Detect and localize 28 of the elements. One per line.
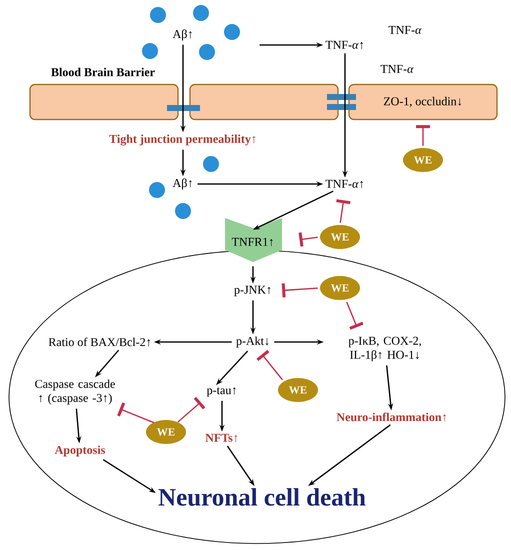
inhibition-line xyxy=(346,302,364,330)
inhibition-line xyxy=(336,199,350,223)
cell-outline xyxy=(8,250,506,544)
label-text: p-JNK↑ xyxy=(234,286,270,296)
label-text: TNF-α↑ xyxy=(326,180,363,188)
label-text: p-IκB, COX-2, IL-1β↑ HO-1↓ xyxy=(348,336,421,362)
label-text: Blood Brain Barrier xyxy=(51,68,155,76)
outcome-text: Apoptosis xyxy=(54,446,106,456)
label-text: p-Akt↓ xyxy=(236,336,268,348)
label-text: TNF-α xyxy=(388,26,422,34)
cell-box: ZO-1, occludin↓ xyxy=(348,84,498,120)
inhibition-line xyxy=(298,232,318,247)
cell-box xyxy=(189,84,339,120)
receptor-chevron: TNFR1↑ xyxy=(225,218,282,262)
label-text: TNF-α↑ xyxy=(326,40,363,50)
label-text: Caspase cascade ↑ (caspase -3↑) xyxy=(35,380,115,404)
cell-box xyxy=(29,84,179,120)
outcome-title: Neuronal cell death xyxy=(158,488,366,506)
outcome-text: NFTs↑ xyxy=(205,434,238,442)
inhibition-line xyxy=(416,125,430,146)
label-text: Aβ↑ xyxy=(172,178,192,190)
label-text: Aβ↑ xyxy=(172,30,192,41)
outcome-text: Tight junction permeability↑ xyxy=(109,134,256,146)
outcome-text: Neuro-inflammation↑ xyxy=(336,412,446,422)
label-text: TNF-α xyxy=(380,65,414,73)
label-text: p-tau↑ xyxy=(206,387,236,397)
label-text: Ratio of BAX/Bcl-2↑ xyxy=(48,338,150,346)
inhibition-line xyxy=(282,283,318,298)
